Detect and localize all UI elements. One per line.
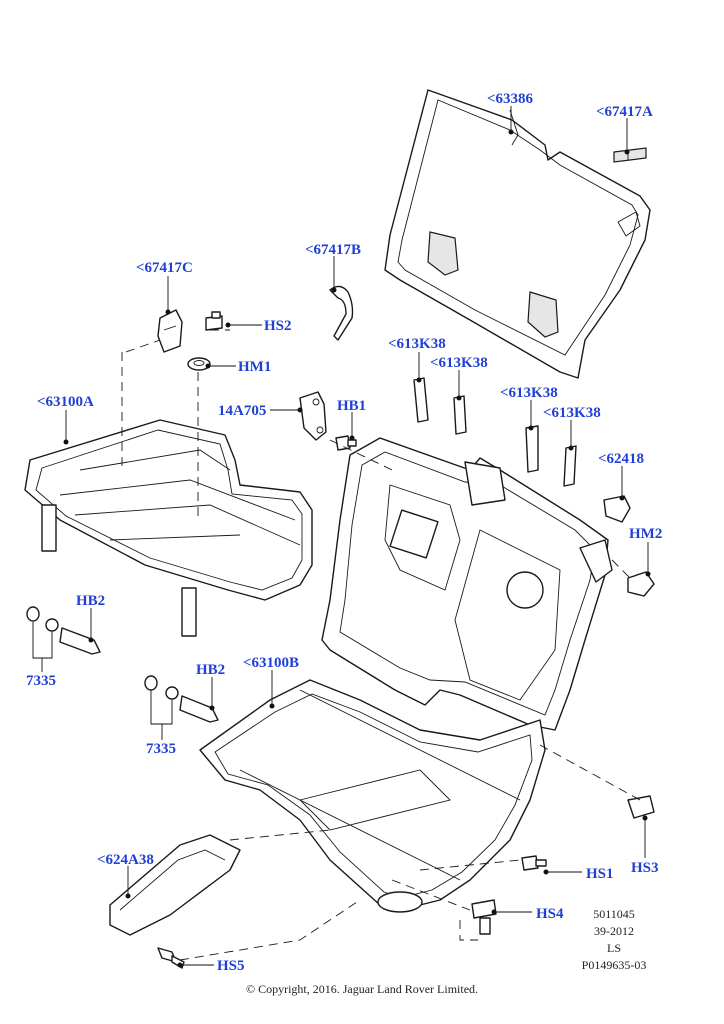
callout-14A705[interactable]: 14A705 <box>218 403 267 419</box>
callout-624A38[interactable]: <624A38 <box>97 852 154 868</box>
bolt-HS4 <box>471 899 497 935</box>
screw-HS2 <box>205 311 223 331</box>
seat-base-frame <box>24 419 313 637</box>
screw-HS1 <box>521 855 547 871</box>
callout-HB1[interactable]: HB1 <box>337 398 367 414</box>
bracket-14A705 <box>299 391 327 441</box>
callout-HM2[interactable]: HM2 <box>629 526 663 542</box>
reference-line-4: P0149635-03 <box>581 958 647 972</box>
callout-63100A[interactable]: <63100A <box>37 394 94 410</box>
clip-67417C <box>157 309 183 353</box>
reference-block: 5011045 39-2012 LS P0149635-03 <box>569 906 659 974</box>
grommet-HM1 <box>187 357 211 371</box>
callout-HB2-left[interactable]: HB2 <box>76 593 106 609</box>
callout-63386[interactable]: <63386 <box>487 91 534 107</box>
callout-613K38-b[interactable]: <613K38 <box>430 355 488 371</box>
clip-62418 <box>603 495 631 523</box>
callout-613K38-a[interactable]: <613K38 <box>388 336 446 352</box>
reference-line-1: 5011045 <box>593 907 635 921</box>
callout-HS1[interactable]: HS1 <box>586 866 614 882</box>
grommet-HM2 <box>627 571 655 597</box>
callout-HS4[interactable]: HS4 <box>536 906 564 922</box>
callout-67417B[interactable]: <67417B <box>305 242 362 258</box>
seat-back-frame <box>321 437 613 731</box>
callout-HM1[interactable]: HM1 <box>238 359 272 375</box>
callout-67417C[interactable]: <67417C <box>136 260 193 276</box>
lower-frame <box>199 679 546 913</box>
callout-7335-right[interactable]: 7335 <box>146 741 176 757</box>
bracket-624A38 <box>109 834 241 936</box>
callout-613K38-d[interactable]: <613K38 <box>543 405 601 421</box>
callout-62418[interactable]: <62418 <box>598 451 645 467</box>
leader-lines <box>32 106 651 968</box>
callout-HS3[interactable]: HS3 <box>631 860 659 876</box>
seat-back-panel <box>384 89 651 379</box>
callout-HB2-right[interactable]: HB2 <box>196 662 226 678</box>
screw-HS3 <box>627 795 655 819</box>
nut-washer-7335-right <box>144 675 219 723</box>
callout-613K38-c[interactable]: <613K38 <box>500 385 558 401</box>
callout-63100B[interactable]: <63100B <box>243 655 300 671</box>
clip-67417A <box>613 147 647 163</box>
callout-67417A[interactable]: <67417A <box>596 104 653 120</box>
nut-washer-7335-left <box>26 606 101 655</box>
assembly-dashed-lines <box>121 329 641 961</box>
callout-HS5[interactable]: HS5 <box>217 958 245 974</box>
reference-line-2: 39-2012 <box>594 924 634 938</box>
reference-line-3: LS <box>606 941 621 955</box>
callout-HS2[interactable]: HS2 <box>264 318 292 334</box>
headrest-guides-613K38 <box>413 377 577 487</box>
callout-7335-left[interactable]: 7335 <box>26 673 56 689</box>
copyright-notice: © Copyright, 2016. Jaguar Land Rover Lim… <box>245 982 479 996</box>
strap-67417B <box>329 285 354 341</box>
